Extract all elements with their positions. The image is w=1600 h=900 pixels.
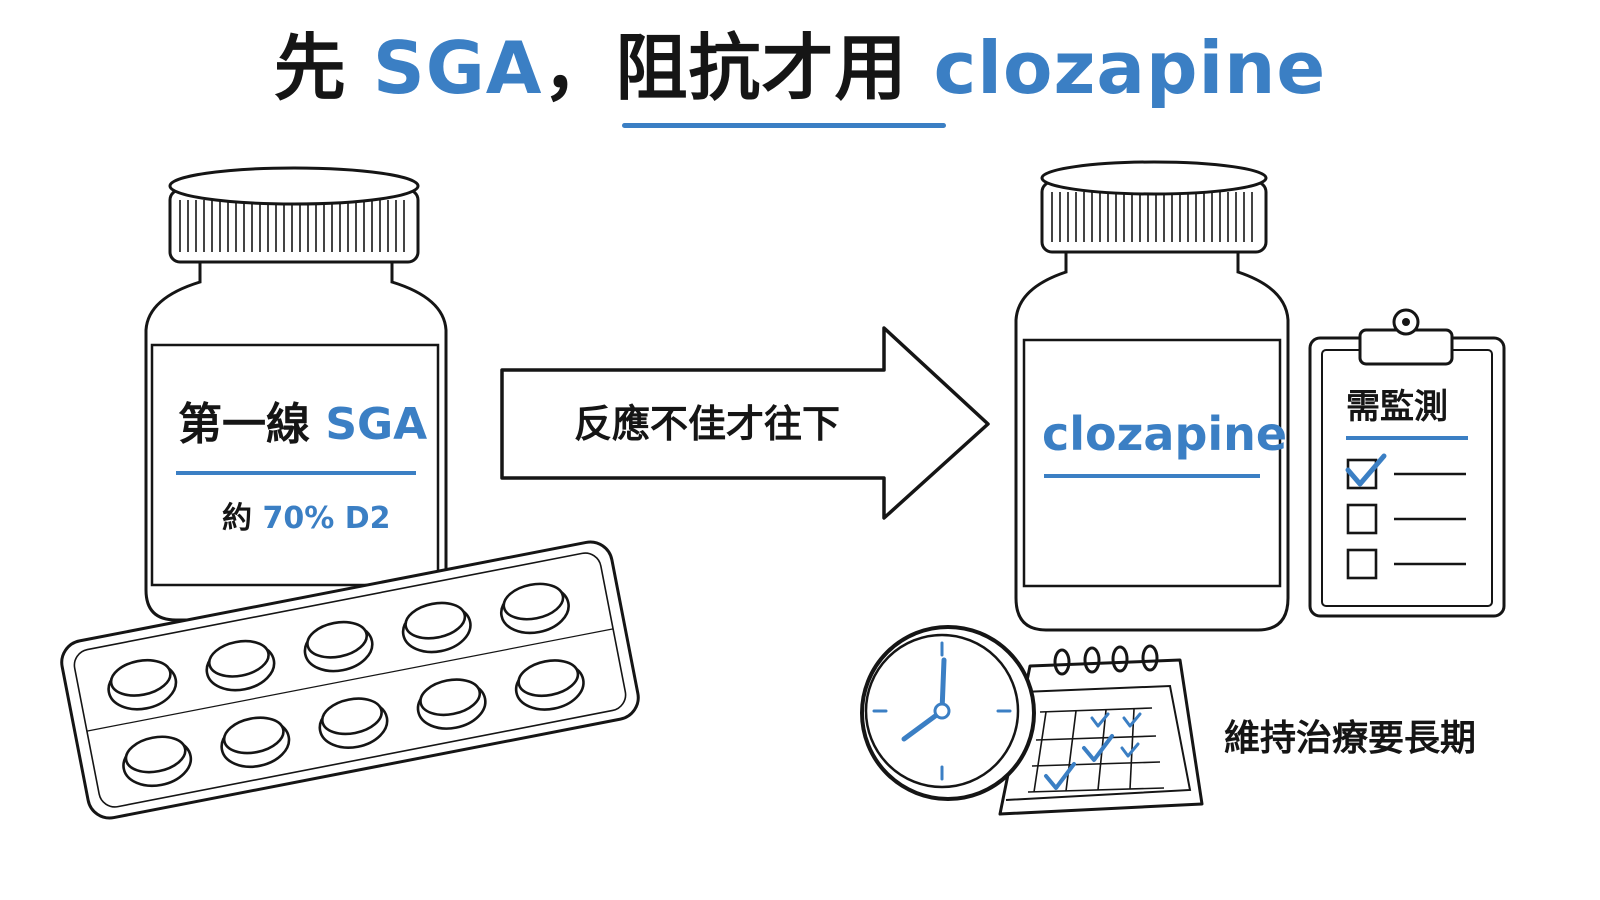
title-part3: ，阻抗才用 <box>542 26 908 110</box>
left-bottle-label-accent: SGA <box>325 399 428 450</box>
left-bottle-label: 第一線 SGA <box>178 398 427 452</box>
arrow-icon <box>500 326 990 520</box>
clipboard-title: 需監測 <box>1346 387 1448 427</box>
left-bottle-sub: 約 70% D2 <box>222 500 390 538</box>
pill-bottle-icon <box>144 166 448 622</box>
title-part2: SGA <box>372 26 543 110</box>
pill-bottle-icon <box>1014 160 1290 632</box>
left-bottle-sub-accent: 70% D2 <box>262 501 391 536</box>
long-term-label: 維持治療要長期 <box>1224 718 1477 759</box>
blister-pack-icon <box>60 540 640 820</box>
title-part1: 先 <box>273 26 347 110</box>
right-bottle-label: clozapine <box>1042 407 1288 461</box>
calendar-icon <box>998 644 1204 816</box>
title-underline <box>622 123 946 128</box>
left-bottle-label-main: 第一線 <box>178 399 310 450</box>
left-bottle-sub-prefix: 約 <box>222 501 252 536</box>
clipboard-icon <box>1308 308 1506 618</box>
title-part4: clozapine <box>933 26 1327 110</box>
arrow-label: 反應不佳才往下 <box>574 402 841 446</box>
clock-icon <box>860 625 1036 801</box>
page-title: 先 SGA，阻抗才用 clozapine <box>0 18 1600 118</box>
